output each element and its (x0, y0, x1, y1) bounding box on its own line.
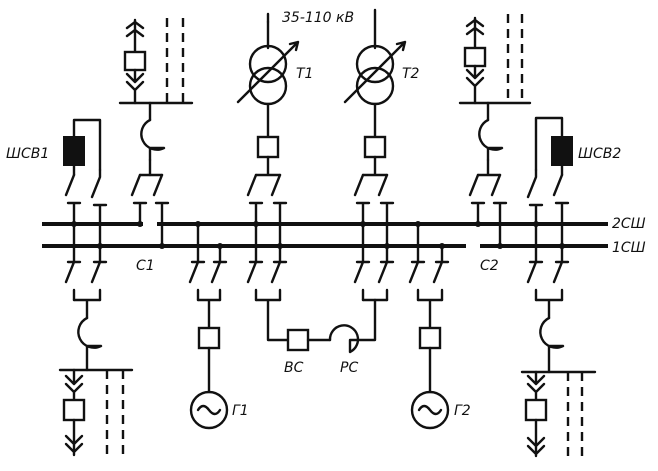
section-reactor-rs-label: РС (340, 360, 358, 376)
feeder-top-right (458, 14, 532, 248)
feeder-bottom-left (58, 222, 134, 457)
generator-g2-breaker (418, 326, 442, 350)
bus-coupler-shsv1-label: ШСВ1 (6, 146, 49, 162)
bus-section-gap-c2 (466, 240, 480, 250)
transformer-t1-branch (236, 20, 300, 248)
feeder-top-left-box (123, 50, 147, 72)
transformer-t1-label: Т1 (296, 66, 313, 82)
transformer-t2-winding-hv (355, 44, 395, 84)
feeder-top-left (118, 18, 194, 248)
generator-g1-breaker (197, 326, 221, 350)
generator-g1-label: Г1 (232, 403, 249, 419)
coupler-breaker-shsv2 (551, 136, 573, 166)
busbar-1-label: 1СШ (612, 240, 646, 256)
bus-section-gap-c1 (143, 219, 157, 229)
section-c2-label: С2 (480, 258, 499, 274)
feeder-top-right-box (463, 46, 487, 68)
transformer-t2-tap-arrow (343, 40, 407, 104)
bus-junction-dots (71, 221, 565, 249)
feeder-top-left-reactor (140, 118, 166, 162)
transformer-t2-label: Т2 (402, 66, 420, 82)
voltage-label: 35-110 кВ (282, 10, 354, 26)
bus-coupler-shsv2-label: ШСВ2 (578, 146, 621, 162)
feeder-top-right-reactor (478, 118, 504, 162)
transformer-t1-winding-hv (248, 44, 288, 84)
transformer-t2-breaker (363, 135, 387, 159)
section-c1-label: С1 (136, 258, 155, 274)
transformer-t1-breaker (256, 135, 280, 159)
feeder-bottom-left-box (62, 398, 86, 422)
transformer-t1-tap-arrow (236, 40, 300, 104)
section-reactor-branch (246, 222, 395, 354)
feeder-bottom-right-box (524, 398, 548, 422)
coupler-breaker-shsv1 (63, 136, 85, 166)
generator-g1-symbol (189, 390, 229, 430)
generator-g1-branch (188, 222, 229, 430)
bus-coupler-shsv1 (63, 118, 108, 248)
busbar-2-label: 2СШ (612, 216, 646, 232)
section-breaker-vs (286, 328, 310, 352)
generator-g2-symbol (410, 390, 450, 430)
feeder-bottom-right (520, 222, 597, 458)
feeder-bottom-left-reactor (77, 316, 103, 372)
generator-g2-label: Г2 (454, 403, 471, 419)
bus-coupler-shsv2 (526, 116, 573, 248)
generator-g2-branch (408, 222, 450, 430)
section-reactor-rs (328, 298, 377, 354)
feeder-bottom-right-reactor (539, 316, 565, 374)
section-breaker-vs-label: ВС (284, 360, 304, 376)
transformer-t2-branch (266, 8, 407, 248)
